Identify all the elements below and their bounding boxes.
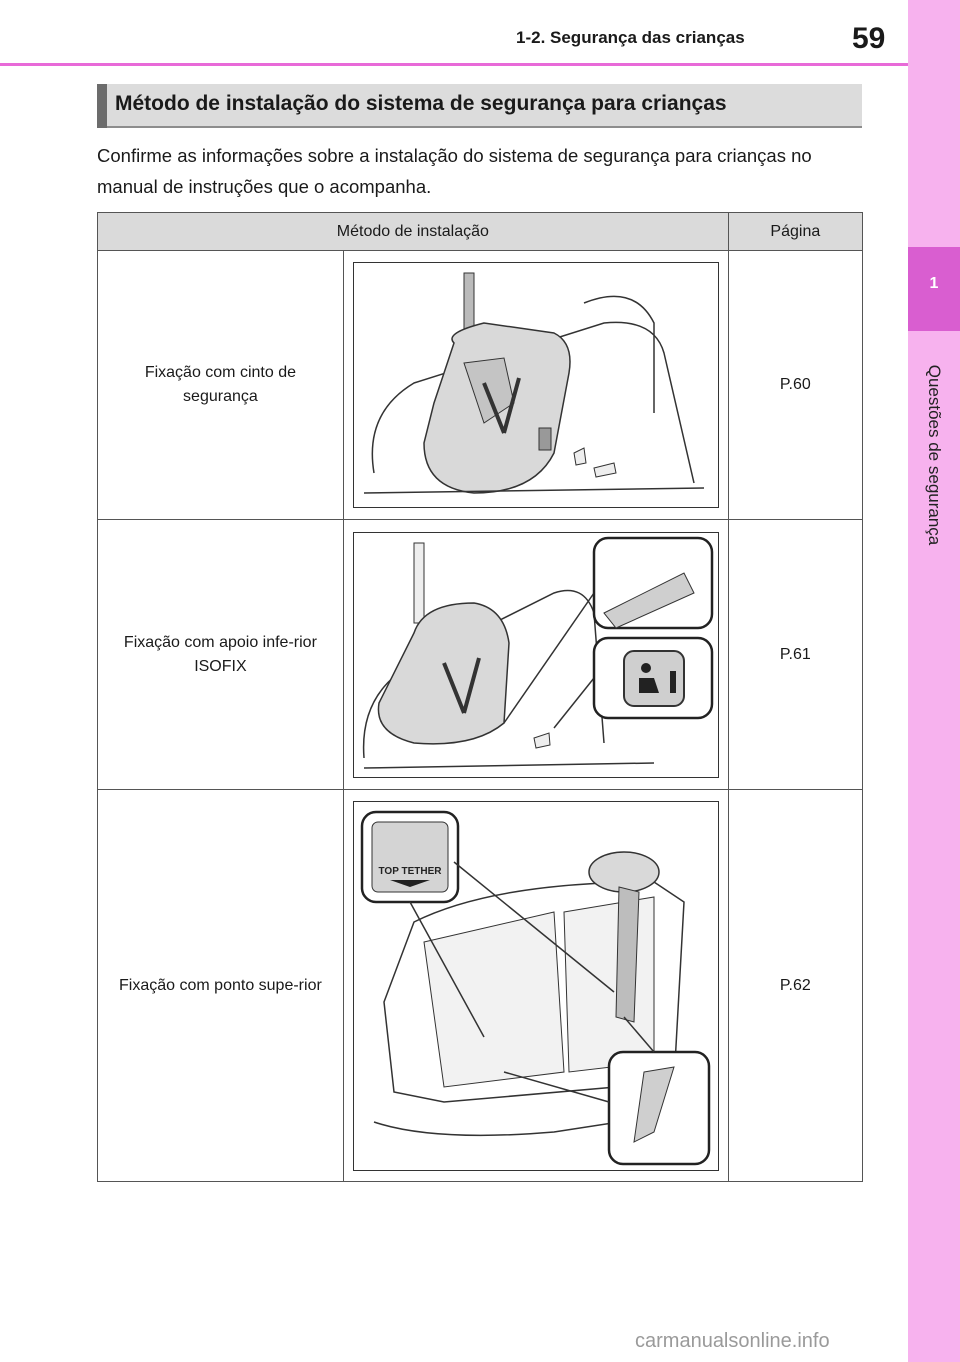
page-reference[interactable]: P.62 (779, 976, 811, 994)
isofix-child-seat-illustration (352, 531, 719, 778)
page-number: 59 (852, 22, 886, 55)
seat-belt-child-seat-illustration (352, 262, 719, 508)
header-rule (0, 63, 908, 66)
heading-accent-bar (97, 84, 107, 128)
side-tab-number: 1 (929, 275, 939, 292)
illustration-cell (342, 519, 729, 790)
page-cell[interactable]: P.62 (727, 789, 864, 1182)
table-header-row: Método de instalação Página (97, 212, 864, 251)
top-tether-caption: TOP TETHER (378, 866, 442, 877)
table-row: Fixação com ponto supe-rior TOP TETHER (97, 789, 864, 1182)
illustration-cell: TOP TETHER (342, 789, 729, 1182)
method-cell: Fixação com apoio infe-rior ISOFIX (97, 519, 344, 790)
page-reference[interactable]: P.61 (779, 645, 811, 663)
method-cell: Fixação com ponto supe-rior (97, 789, 344, 1182)
section-heading: Método de instalação do sistema de segur… (97, 84, 862, 128)
intro-paragraph: Confirme as informações sobre a instalaç… (97, 145, 812, 197)
method-label: Fixação com cinto de segurança (144, 364, 296, 405)
section-heading-text: Método de instalação do sistema de segur… (115, 92, 727, 115)
column-header-method: Método de instalação (97, 212, 729, 251)
method-label: Fixação com apoio infe-rior ISOFIX (123, 633, 317, 675)
column-header-page: Página (727, 212, 864, 251)
installation-methods-table: Método de instalação Página Fixação com … (97, 212, 864, 1182)
chapter-title: 1-2. Segurança das crianças (516, 28, 745, 47)
side-tab-label: Questões de segurança (925, 364, 944, 546)
illustration-cell (342, 250, 729, 520)
method-label: Fixação com ponto supe-rior (119, 976, 322, 994)
page-cell[interactable]: P.61 (727, 519, 864, 790)
method-cell: Fixação com cinto de segurança (97, 250, 344, 520)
table-row: Fixação com cinto de segurança P.60 (97, 250, 864, 520)
watermark: carmanualsonline.info (635, 1330, 830, 1352)
side-tab-active-marker[interactable] (908, 247, 960, 331)
top-tether-child-seat-illustration: TOP TETHER (352, 800, 719, 1171)
page-cell[interactable]: P.60 (727, 250, 864, 520)
table-row: Fixação com apoio infe-rior ISOFIX (97, 519, 864, 790)
side-tab (908, 0, 960, 1362)
page-reference[interactable]: P.60 (779, 376, 811, 393)
